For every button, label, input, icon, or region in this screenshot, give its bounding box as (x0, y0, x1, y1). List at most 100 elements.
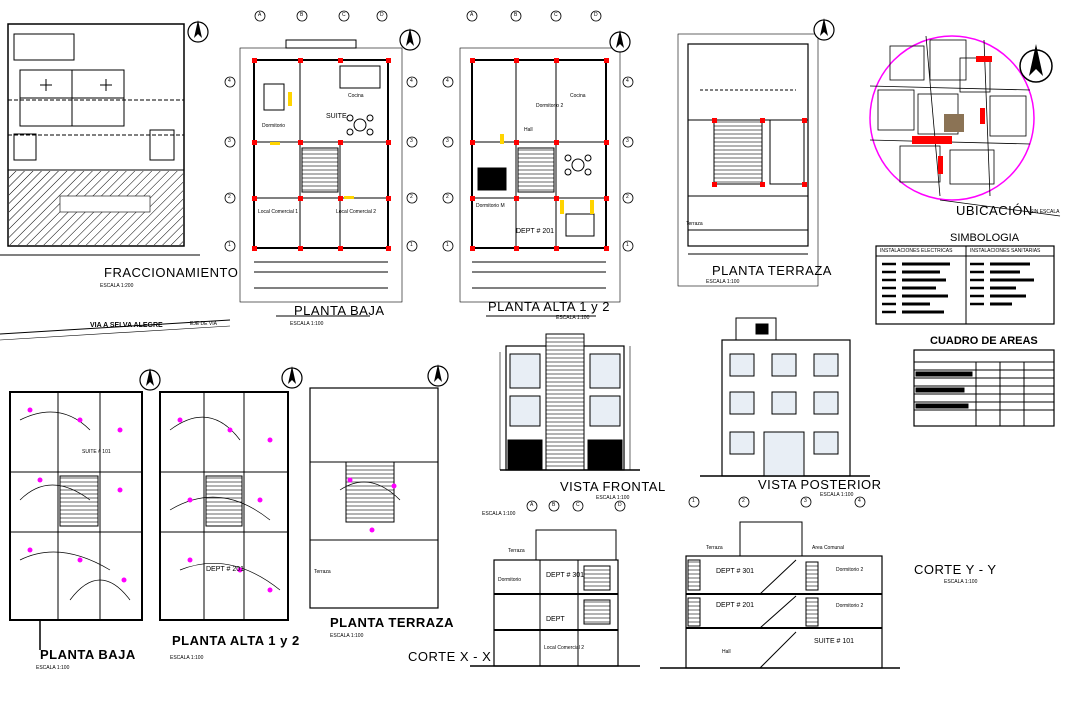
grid-label: D (594, 12, 598, 18)
scale-corte-y: ESCALA 1:100 (944, 579, 978, 585)
grid-label: 3 (446, 138, 449, 144)
north-arrow-icon (187, 20, 209, 43)
grid-label: 3 (228, 138, 231, 144)
elec-planta-terraza-plan (309, 387, 439, 609)
grid-label: D (380, 12, 384, 18)
vista-frontal-elevation (499, 333, 640, 471)
elec-planta-terraza-points (347, 477, 397, 533)
room-dept-301: DEPT # 301 (716, 568, 755, 575)
planta-alta-accents (500, 134, 594, 214)
scale-planta-alta: ESCALA 1:100 (556, 315, 590, 321)
room-dormitorio-2: Dormitorio 2 (836, 567, 864, 573)
elec-planta-baja-points (27, 407, 127, 583)
planta-baja-columns (252, 58, 391, 251)
grid-label: 2 (228, 194, 231, 200)
grid-label: D (618, 502, 622, 508)
title-elec-planta-baja: PLANTA BAJA (40, 647, 136, 662)
label-inst-sanitarias: INSTALACIONES SANITARIAS (970, 248, 1041, 254)
room-cocina: Cocina (570, 93, 586, 99)
planta-alta-columns (470, 58, 609, 251)
title-simbologia: SIMBOLOGIA (950, 232, 1020, 244)
scale-vista-posterior: ESCALA 1:100 (820, 492, 854, 498)
grid-label: 1 (446, 242, 449, 248)
scale-ubicacion: SIN ESCALA (1030, 209, 1060, 215)
room-suite-101: SUITE # 101 (814, 638, 855, 645)
grid-label: 1 (692, 498, 695, 504)
room-dept-201: DEPT # 201 (206, 566, 245, 573)
corte-x-section (470, 529, 640, 667)
grid-label: 3 (626, 138, 629, 144)
title-planta-terraza: PLANTA TERRAZA (712, 263, 832, 278)
planta-terraza-plan (677, 33, 819, 287)
label-via-suffix: EJE DE VIA (190, 321, 217, 327)
room-dept-201: DEPT # 201 (716, 602, 755, 609)
corte-y-section (660, 521, 900, 669)
elec-planta-alta-points (177, 417, 273, 593)
grid-label: A (258, 12, 262, 18)
room-dept: DEPT (546, 616, 565, 623)
grid-label: 4 (410, 78, 413, 84)
scale-corte-x: ESCALA 1:100 (482, 511, 516, 517)
grid-label: 2 (742, 498, 745, 504)
room-terraza: Terraza (508, 548, 525, 554)
title-planta-alta: PLANTA ALTA 1 y 2 (488, 299, 610, 314)
scale-elec-planta-baja: ESCALA 1:100 (36, 665, 70, 671)
room-area-comunal: Area Comunal (812, 545, 844, 551)
planta-baja-plan (239, 39, 403, 317)
room-terraza: Terraza (314, 569, 331, 575)
north-arrow-icon (813, 18, 835, 41)
title-elec-planta-alta: PLANTA ALTA 1 y 2 (172, 633, 300, 648)
room-hall: Hall (722, 649, 731, 655)
grid-label: 2 (446, 194, 449, 200)
room-dormitorio: Dormitorio (262, 123, 286, 129)
scale-planta-terraza: ESCALA 1:100 (706, 279, 740, 285)
room-hall: Hall (524, 127, 533, 133)
grid-label: 1 (228, 242, 231, 248)
room-dept-201: DEPT # 201 (516, 228, 555, 235)
north-arrow-icon (399, 28, 421, 51)
scale-fraccionamiento: ESCALA 1:200 (100, 283, 134, 289)
grid-label: C (576, 502, 580, 508)
grid-label: B (514, 12, 518, 18)
room-dormitorio-2: Dormitorio 2 (836, 603, 864, 609)
room-suite-101: SUITE # 101 (82, 449, 111, 455)
title-fraccionamiento: FRACCIONAMIENTO (104, 265, 239, 280)
grid-label: A (530, 502, 534, 508)
room-local-2: Local Comercial 2 (336, 209, 377, 215)
title-planta-baja: PLANTA BAJA (294, 303, 385, 318)
room-dept-301: DEPT # 301 (546, 572, 585, 579)
planta-alta-plan (459, 47, 621, 317)
grid-label: 4 (228, 78, 231, 84)
grid-label: C (554, 12, 558, 18)
grid-label: 4 (626, 78, 629, 84)
scale-elec-planta-terraza: ESCALA 1:100 (330, 633, 364, 639)
simbologia-table (875, 245, 1055, 325)
scale-elec-planta-alta: ESCALA 1:100 (170, 655, 204, 661)
room-suite: SUITE (326, 113, 347, 120)
grid-label: 4 (858, 498, 861, 504)
title-elec-planta-terraza: PLANTA TERRAZA (330, 615, 454, 630)
north-arrow-icon (1019, 44, 1053, 83)
fraccionamiento-plan (0, 23, 231, 341)
grid-bubbles (224, 10, 866, 512)
title-cuadro-areas: CUADRO DE AREAS (930, 335, 1038, 347)
title-vista-frontal: VISTA FRONTAL (560, 479, 666, 494)
grid-label: 3 (410, 138, 413, 144)
grid-label: 2 (410, 194, 413, 200)
room-dormitorio: Dormitorio (498, 577, 522, 583)
title-corte-y: CORTE Y - Y (914, 562, 997, 577)
ubicacion-map (869, 35, 1061, 217)
grid-label: 3 (804, 498, 807, 504)
elec-planta-alta-plan (159, 391, 289, 621)
grid-label: 2 (626, 194, 629, 200)
grid-label: 4 (446, 78, 449, 84)
elec-planta-baja-plan (9, 391, 143, 650)
label-inst-electricas: INSTALACIONES ELECTRICAS (880, 248, 953, 254)
label-via: VIA A SELVA ALEGRE (90, 322, 163, 329)
room-terraza: Terraza (686, 221, 703, 227)
planta-baja-accents (270, 92, 354, 199)
grid-label: 1 (410, 242, 413, 248)
scale-planta-baja: ESCALA 1:100 (290, 321, 324, 327)
